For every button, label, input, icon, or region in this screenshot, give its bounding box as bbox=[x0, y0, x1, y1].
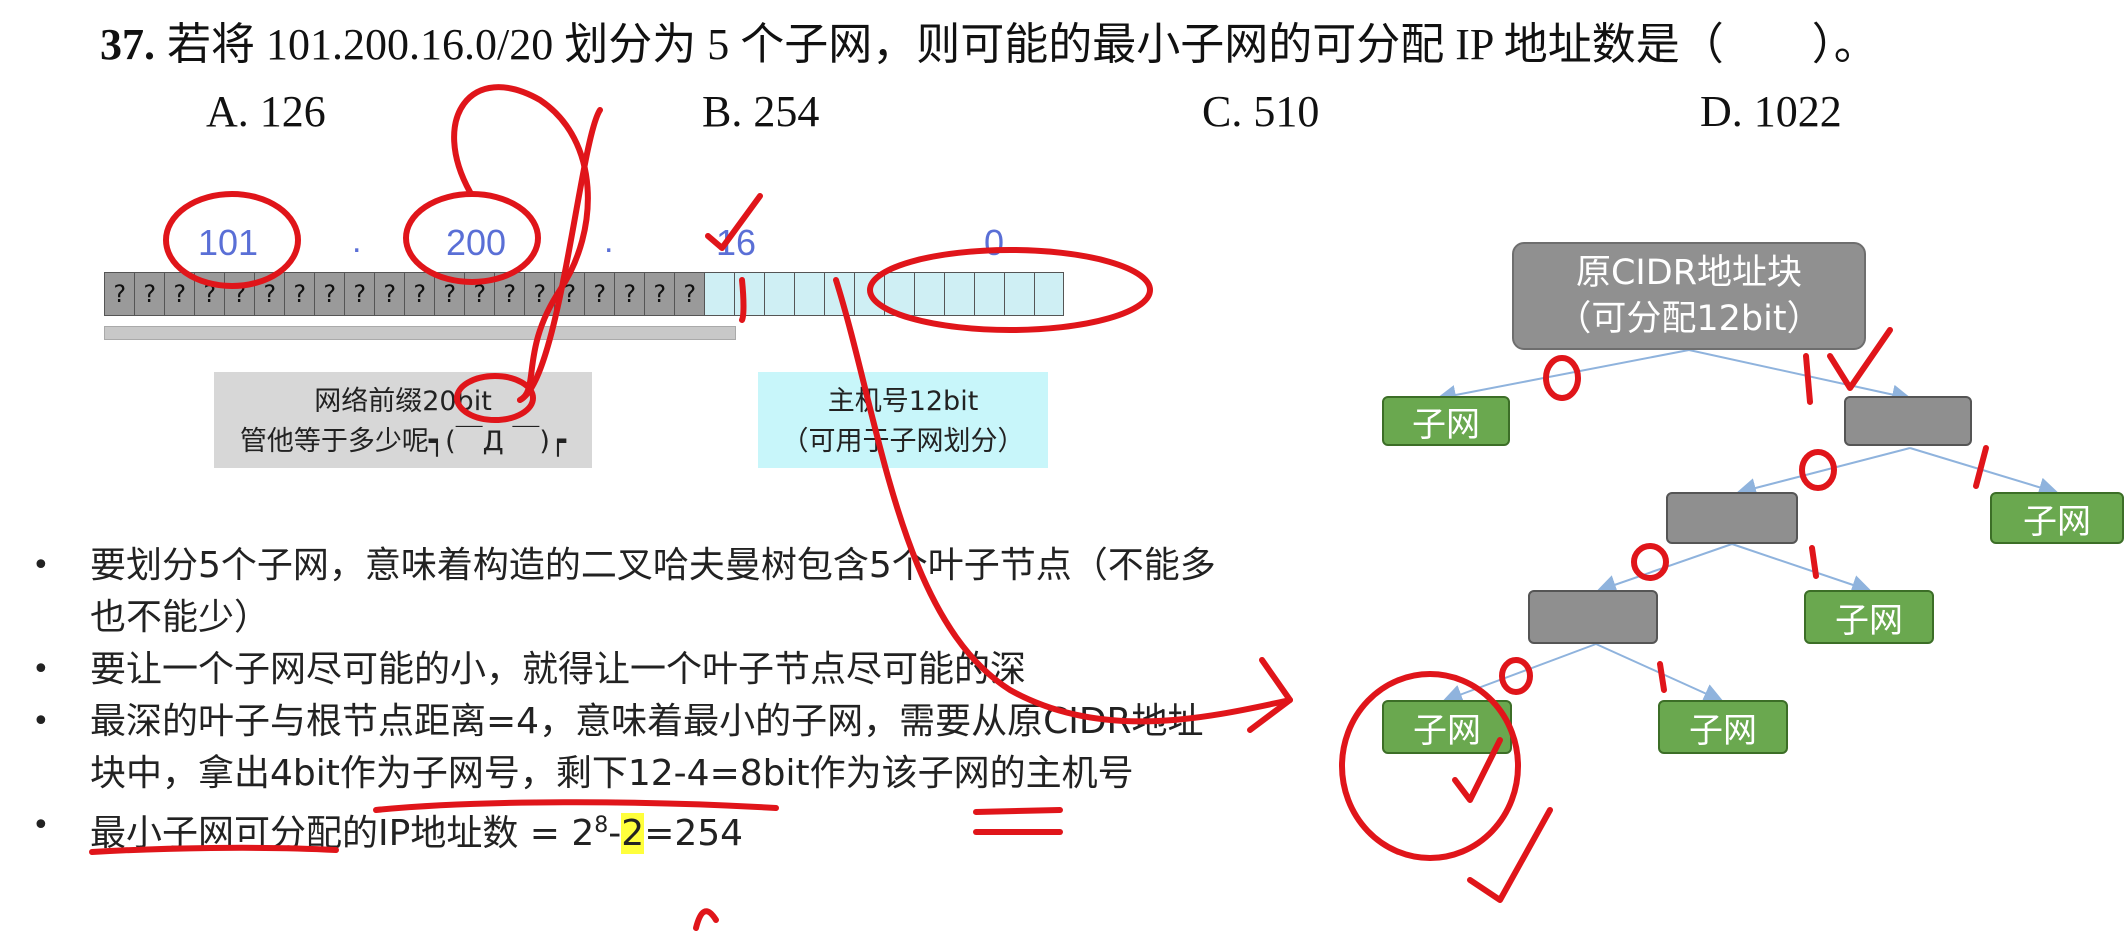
circle-octet-101 bbox=[163, 191, 301, 289]
tree-edge bbox=[1688, 349, 1912, 405]
handwritten-zero bbox=[1543, 355, 1581, 401]
leaf-subnet-4: 子网 bbox=[1382, 700, 1512, 754]
prefix-bit-cell: ? bbox=[284, 272, 314, 316]
check-mark bbox=[1827, 327, 1893, 391]
arrow-stroke bbox=[693, 908, 719, 931]
leaf-subnet-2: 子网 bbox=[1990, 492, 2124, 544]
internal-node-3 bbox=[1528, 590, 1658, 644]
root-title: 原CIDR地址块 bbox=[1575, 253, 1803, 293]
handwritten-zero bbox=[1631, 543, 1669, 581]
pointer-arrowhead bbox=[1247, 657, 1293, 733]
prefix-bit-cell: ? bbox=[164, 272, 194, 316]
tree-edge bbox=[1436, 349, 1690, 405]
underline bbox=[89, 844, 339, 855]
underline bbox=[373, 799, 779, 813]
subnet-bit-cell bbox=[764, 272, 794, 316]
prefix-bit-cell: ? bbox=[314, 272, 344, 316]
highlighted-two: 2 bbox=[621, 813, 645, 854]
octet-1: 101 bbox=[198, 222, 259, 263]
option-d: D. 1022 bbox=[1700, 87, 1842, 136]
handwritten-zero bbox=[1799, 449, 1837, 491]
prefix-bit-cell: ? bbox=[344, 272, 374, 316]
internal-node-2 bbox=[1666, 492, 1798, 544]
bullet-3: 最深的叶子与根节点距离=4，意味着最小的子网，需要从原CIDR地址块中，拿出4b… bbox=[32, 696, 1232, 800]
option-b: B. 254 bbox=[702, 87, 820, 136]
tree-edge bbox=[1442, 643, 1597, 704]
arrow-stroke bbox=[517, 107, 603, 403]
prefix-bit-cell: ? bbox=[374, 272, 404, 316]
exponent: 8 bbox=[594, 813, 609, 838]
question-text: 37.若将 101.200.16.0/20 划分为 5 个子网，则可能的最小子网… bbox=[100, 8, 1878, 72]
prefix-bit-cell: ? bbox=[644, 272, 674, 316]
bullet-1: 要划分5个子网，意味着构造的二叉哈夫曼树包含5个叶子节点（不能多也不能少） bbox=[32, 540, 1232, 644]
circle-deepest-leaf bbox=[1339, 671, 1521, 861]
handwritten-zero bbox=[1499, 657, 1533, 695]
leaf-subnet-1: 子网 bbox=[1382, 396, 1510, 446]
tree-edge bbox=[1731, 543, 1872, 595]
prefix-bit-cell: ? bbox=[584, 272, 614, 316]
handwritten-one bbox=[1973, 445, 1989, 489]
address-bit-bar: ???????????????????? bbox=[104, 272, 1064, 318]
handwritten-one bbox=[1809, 545, 1819, 579]
tree-edge bbox=[1595, 643, 1724, 703]
host-bit-cell bbox=[944, 272, 974, 316]
explanation-list: 要划分5个子网，意味着构造的二叉哈夫曼树包含5个叶子节点（不能多也不能少） 要让… bbox=[32, 540, 1232, 860]
host-bit-cell bbox=[1034, 272, 1064, 316]
subnet-bit-cell bbox=[794, 272, 824, 316]
check-mark bbox=[1452, 737, 1503, 803]
prefix-bit-cell: ? bbox=[104, 272, 134, 316]
check-mark bbox=[1467, 807, 1553, 903]
question-body: 若将 101.200.16.0/20 划分为 5 个子网，则可能的最小子网的可分… bbox=[167, 20, 1878, 69]
pen-stroke bbox=[739, 277, 747, 323]
host-bit-cell bbox=[1004, 272, 1034, 316]
prefix-bit-cell: ? bbox=[674, 272, 704, 316]
handwritten-one bbox=[1803, 353, 1813, 405]
question-number: 37. bbox=[100, 20, 155, 69]
circle-20bit bbox=[454, 373, 536, 423]
double-underline bbox=[973, 807, 1063, 815]
subnet-bit-cell bbox=[704, 272, 734, 316]
leaf-subnet-5: 子网 bbox=[1658, 700, 1788, 754]
option-a: A. 126 bbox=[206, 87, 326, 136]
check-mark bbox=[705, 193, 763, 251]
octet-separator: . bbox=[604, 222, 614, 260]
network-prefix-note: 管他等于多少呢┑(￣Д ￣)┍ bbox=[239, 426, 567, 457]
tree-edge bbox=[1736, 447, 1911, 498]
leaf-subnet-3: 子网 bbox=[1804, 590, 1934, 644]
prefix-bit-cell: ? bbox=[134, 272, 164, 316]
option-c: C. 510 bbox=[1202, 87, 1320, 136]
internal-node-1 bbox=[1844, 396, 1972, 446]
bullet-2: 要让一个子网尽可能的小，就得让一个叶子节点尽可能的深 bbox=[32, 644, 1232, 696]
host-number-box: 主机号12bit （可用于子网划分） bbox=[758, 372, 1048, 468]
host-number-note: （可用于子网划分） bbox=[781, 426, 1025, 457]
circle-host-bits bbox=[867, 247, 1153, 333]
pointer-line bbox=[833, 277, 1293, 725]
prefix-bracket bbox=[104, 326, 736, 340]
root-subtitle: （可分配12bit） bbox=[1556, 299, 1822, 339]
octet-2: 200 bbox=[446, 222, 507, 263]
prefix-bit-cell: ? bbox=[614, 272, 644, 316]
host-number-label: 主机号12bit bbox=[827, 386, 979, 417]
tree-root-node: 原CIDR地址块 （可分配12bit） bbox=[1512, 242, 1866, 350]
circle-octet-200 bbox=[403, 191, 541, 285]
host-bit-cell bbox=[974, 272, 1004, 316]
handwritten-one bbox=[1657, 661, 1667, 693]
octet-separator: . bbox=[352, 222, 362, 260]
prefix-bit-cell: ? bbox=[404, 272, 434, 316]
subnet-bit-cell bbox=[734, 272, 764, 316]
host-bit-cell bbox=[914, 272, 944, 316]
